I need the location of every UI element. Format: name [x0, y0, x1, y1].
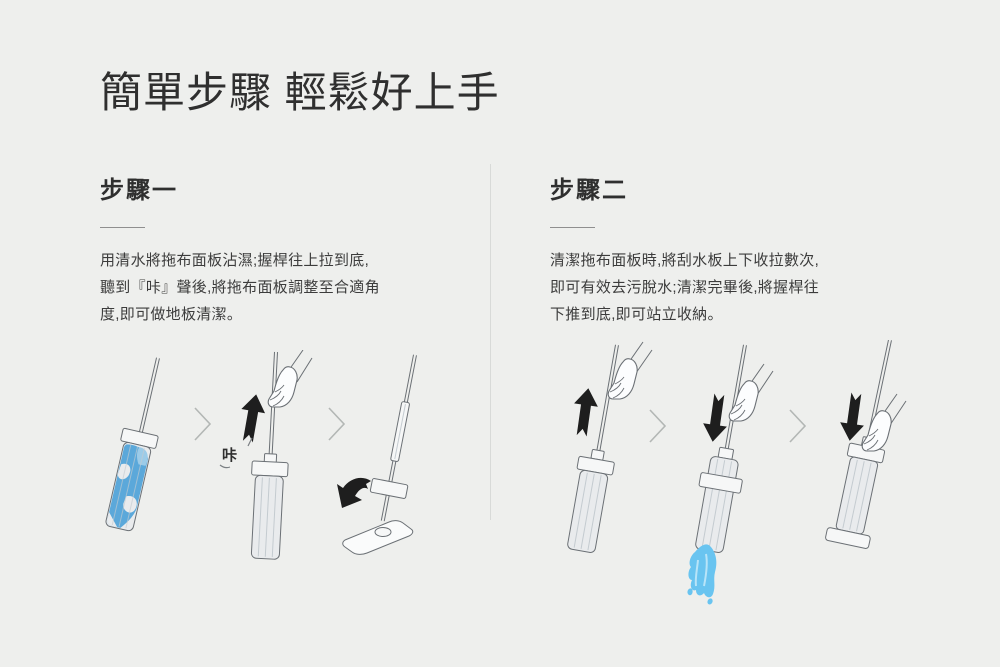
step-1-section: 步驟一 用清水將拖布面板沾濕;握桿往上拉到底, 聽到『咔』聲後,將拖布面板調整至…	[100, 177, 490, 328]
pad-stripes	[842, 459, 872, 532]
pad-stripes	[257, 477, 277, 558]
water-splash	[687, 544, 717, 605]
stand-mop-illustration	[337, 354, 417, 555]
flat-pad	[342, 520, 414, 555]
mop-collar	[251, 460, 289, 478]
mop	[567, 344, 619, 553]
step-label-underline	[100, 226, 145, 228]
step-label: 步驟二	[550, 177, 628, 204]
pad-joint	[374, 527, 392, 537]
up-arrow-icon	[569, 386, 601, 438]
mop	[369, 354, 417, 522]
stand-base	[825, 527, 871, 549]
squeegee-plate	[698, 472, 743, 494]
pad-stripes	[701, 458, 733, 551]
mop	[695, 344, 747, 553]
step-description: 用清水將拖布面板沾濕;握桿往上拉到底, 聽到『咔』聲後,將拖布面板調整至合適角 …	[100, 251, 380, 323]
arm-lines	[288, 350, 313, 383]
page-title: 簡單步驟 輕鬆好上手	[100, 69, 500, 116]
pad-stripes	[573, 472, 602, 551]
push-down-store-illustration	[825, 340, 907, 549]
step-2-section: 步驟二 清潔拖布面板時,將刮水板上下收拉數次, 即可有效去污脫水;清潔完畢後,將…	[550, 177, 940, 328]
mop	[105, 357, 160, 532]
mop-pole	[138, 357, 160, 433]
wet-mop-illustration	[105, 357, 160, 532]
chevron-right-icon	[649, 409, 666, 443]
svg-text:咔: 咔	[222, 447, 237, 464]
arm-lines	[628, 341, 653, 374]
lift-handle-illustration	[567, 341, 653, 553]
step-description: 清潔拖布面板時,將刮水板上下收拉數次, 即可有效去污脫水;清潔完畢後,將握桿往 …	[550, 251, 820, 323]
pad-stripes	[111, 444, 145, 529]
chevron-right-icon	[789, 409, 806, 443]
mop-pole	[595, 344, 619, 459]
arm-lines	[749, 363, 774, 396]
squeegee-handle	[369, 478, 409, 499]
column-divider	[490, 164, 491, 520]
curved-arrow-icon	[337, 477, 371, 508]
arm-lines	[882, 393, 907, 426]
down-arrow-icon	[700, 392, 732, 444]
chevron-right-icon	[194, 407, 211, 441]
mop	[250, 351, 289, 560]
hand	[861, 410, 892, 452]
step-label-underline	[550, 226, 595, 228]
step-label: 步驟一	[100, 177, 178, 204]
up-arrow-icon	[236, 392, 268, 444]
click-sound-label: 咔	[219, 437, 253, 469]
squeeze-water-illustration	[687, 344, 774, 605]
pull-handle-up-illustration: 咔	[219, 350, 313, 560]
down-arrow-icon	[837, 391, 869, 443]
